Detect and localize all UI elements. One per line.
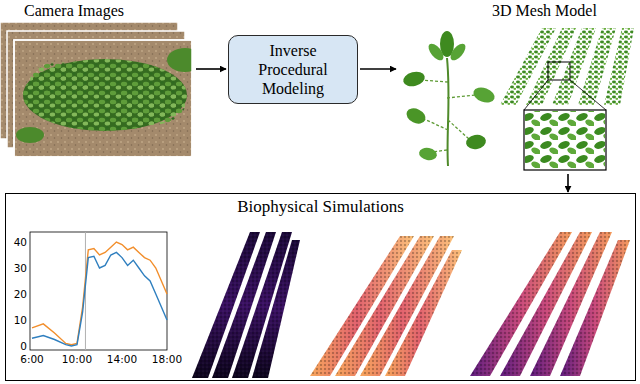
camera-photos [0,22,203,157]
axis-tick: 10 [14,314,27,326]
axis-tick: 10:00 [62,353,92,365]
node-label: Inverse Procedural Modeling [229,41,357,98]
process-box: Inverse Procedural Modeling [228,35,358,104]
axis-tick: 14:00 [107,353,137,365]
photo-group: Camera Images [0,0,194,160]
axis-tick: 0 [20,340,27,352]
mesh-group: 3D Mesh Model [398,0,638,172]
node-label: 3D Mesh Model [492,1,597,20]
flow-arrow [567,174,569,192]
axis-tick: 18:00 [152,353,182,365]
axis-tick: 20 [14,288,27,300]
line-chart [30,232,167,350]
canopy-render-3 [470,232,630,376]
axis-tick: 6:00 [20,353,44,365]
axis-tick: 30 [14,262,27,274]
simulation-panel: Biophysical Simulations [5,193,636,381]
canopy-render-1 [192,232,300,378]
node-label: Biophysical Simulations [6,197,635,217]
plant-mesh [402,31,497,166]
flow-arrow [196,68,226,70]
field-mesh [500,28,634,170]
flow-arrow [360,68,396,70]
node-label: Camera Images [24,1,124,20]
canopy-render-2 [310,236,462,376]
axis-tick: 40 [14,236,27,248]
